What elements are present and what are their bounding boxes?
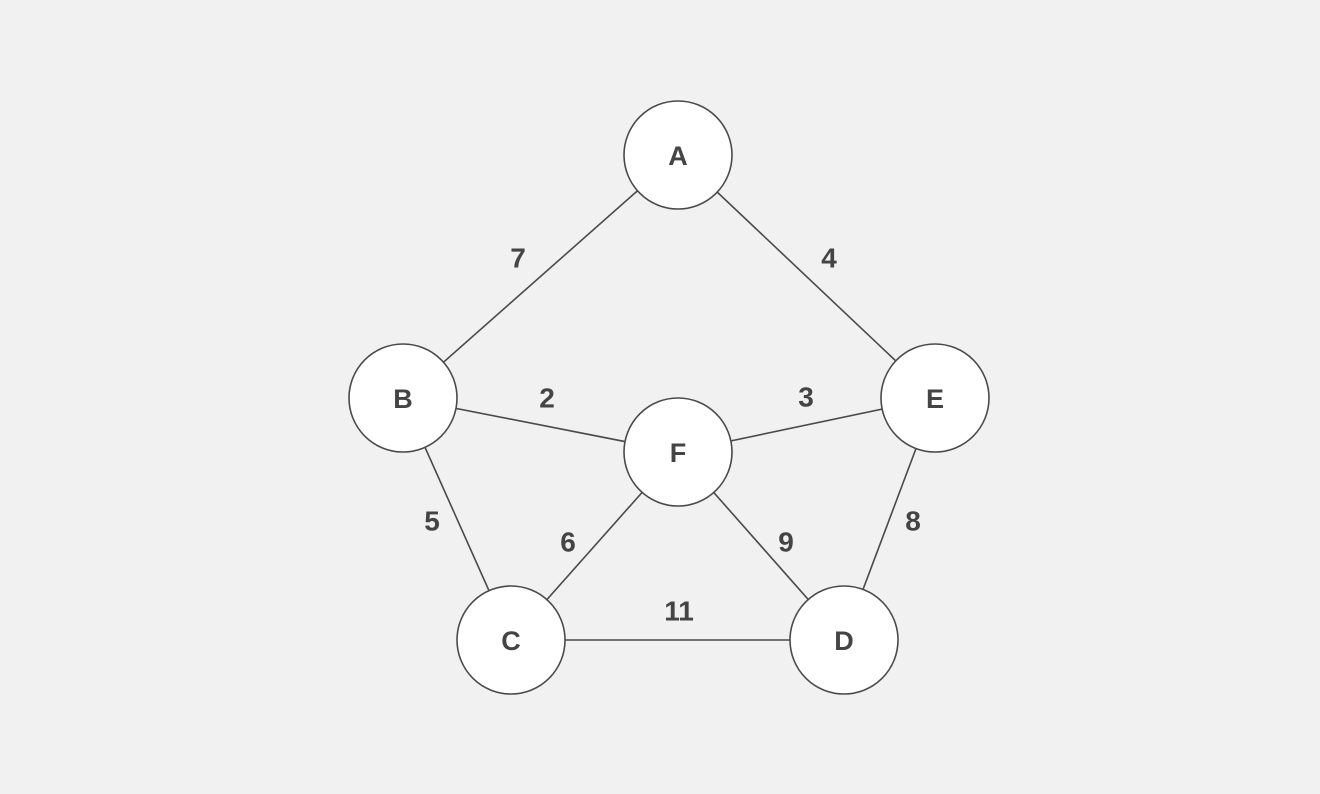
edge-weight-b-c: 5	[424, 506, 440, 537]
edge-labels-layer: 7 4 2 3 5 6 9 8 11	[424, 243, 921, 627]
node-label-c: C	[501, 626, 521, 656]
edge-weight-f-e: 3	[798, 382, 814, 413]
node-label-d: D	[834, 626, 854, 656]
nodes-layer: A B C D E F	[348, 100, 990, 695]
edges-layer	[402, 154, 936, 641]
edge-a-b	[402, 154, 679, 399]
node-e: E	[880, 343, 990, 453]
node-b: B	[348, 343, 458, 453]
edge-weight-a-b: 7	[510, 243, 526, 274]
node-circle-b	[348, 343, 458, 453]
node-circle-e	[880, 343, 990, 453]
node-circle-a	[623, 100, 733, 210]
edge-weight-a-e: 4	[821, 243, 837, 274]
node-circle-c	[456, 585, 566, 695]
edge-weight-c-d: 11	[664, 596, 694, 627]
node-label-f: F	[670, 438, 687, 468]
edge-weight-f-d: 9	[778, 527, 794, 558]
node-label-b: B	[393, 384, 413, 414]
node-c: C	[456, 585, 566, 695]
node-label-a: A	[668, 141, 688, 171]
edge-a-e	[677, 154, 936, 399]
edge-weight-f-c: 6	[560, 527, 576, 558]
node-a: A	[623, 100, 733, 210]
edge-weight-e-d: 8	[905, 506, 921, 537]
node-label-e: E	[926, 384, 944, 414]
node-circle-d	[789, 585, 899, 695]
edge-weight-b-f: 2	[539, 383, 555, 414]
node-circle-f	[623, 397, 733, 507]
node-f: F	[623, 397, 733, 507]
node-d: D	[789, 585, 899, 695]
